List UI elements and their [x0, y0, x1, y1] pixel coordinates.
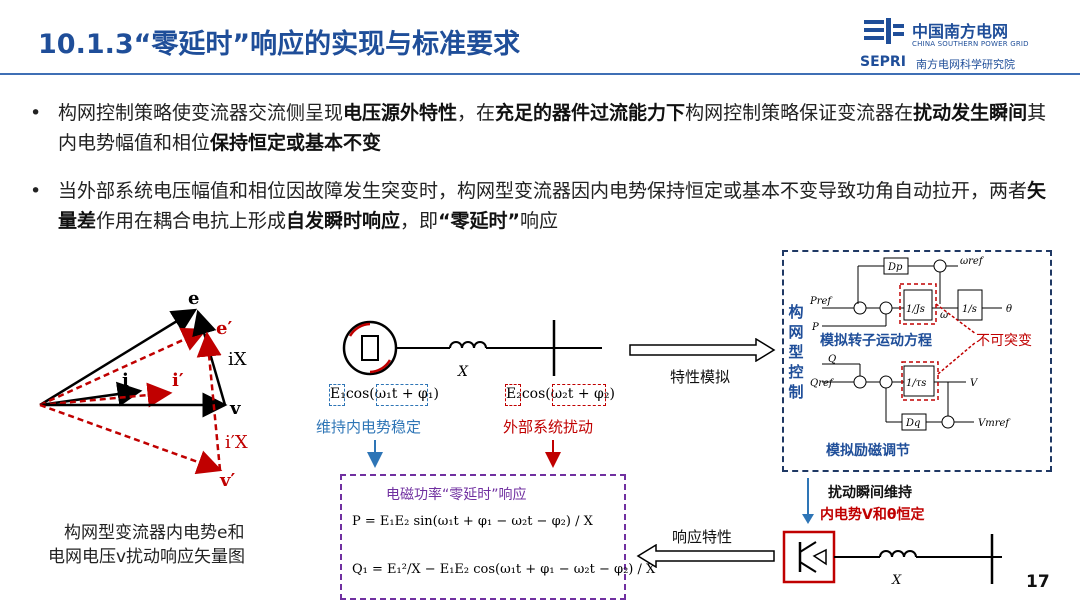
- vector-iX: [192, 309, 227, 406]
- v-out-label: V: [970, 378, 979, 389]
- bullet-1-segment: 扰动发生瞬间: [913, 102, 1028, 124]
- label-e-prime: e′: [216, 318, 232, 339]
- circuit-diagram: X: [342, 320, 602, 380]
- bullet-2-segment: 矢量差: [58, 180, 1047, 232]
- p-equation: P = E₁E₂ sin(ω₁t + φ₁ − ω₂t − φ₂) / X: [352, 514, 593, 529]
- e1-expression: E₁cos(ω₁t + φ₁): [330, 386, 439, 402]
- converter-reactance-label: X: [891, 573, 902, 588]
- pref-label: Pref: [809, 296, 833, 307]
- excite-label: 模拟励磁调节: [826, 443, 910, 459]
- circuit-reactance-label: X: [457, 364, 469, 380]
- p-label: P: [811, 322, 819, 333]
- bullet-2-segment: ，即: [400, 210, 439, 232]
- characteristic-arrow-icon: [629, 338, 776, 362]
- unchangeable-label: 不可突变: [976, 333, 1032, 349]
- vector-i: [39, 381, 143, 407]
- logo-cn-text: 中国南方电网: [912, 22, 1009, 41]
- label-i-prime-X: i′X: [225, 432, 248, 453]
- disturb-line2: 内电势V和θ恒定: [820, 507, 925, 523]
- s-label: 1/s: [962, 304, 977, 315]
- tau-block: [903, 365, 935, 397]
- bullet-1-segment: ，在: [457, 102, 496, 124]
- vector-e: [39, 308, 198, 407]
- js-label: 1/Js: [906, 304, 925, 315]
- bullet-2: • 当外部系统电压幅值和相位因故障发生突变时，构网型变流器因内电势保持恒定或基本…: [30, 176, 1060, 236]
- formula-box: [340, 474, 626, 600]
- bullet-dot: •: [30, 180, 42, 202]
- q-label: Q: [828, 354, 836, 365]
- characteristic-label: 特性模拟: [670, 368, 731, 386]
- phasor-caption-line2: 电网电压v扰动响应矢量图: [48, 547, 246, 567]
- label-v-prime: v′: [219, 470, 235, 491]
- bullet-dot: •: [30, 102, 42, 124]
- s-block: [957, 289, 983, 321]
- down-arrow-icon: [802, 478, 814, 524]
- e2-amplitude-box: [505, 384, 521, 406]
- bullet-2-text: 当外部系统电压幅值和相位因故障发生突变时，构网型变流器因内电势保持恒定或基本不变…: [58, 176, 1060, 236]
- dp-label: Dp: [887, 262, 903, 273]
- inductor-icon: [449, 341, 487, 349]
- bullet-1: • 构网控制策略使变流器交流侧呈现电压源外特性，在充足的器件过流能力下构网控制策…: [30, 98, 1060, 158]
- bullet-2-segment: 自发瞬时响应: [286, 210, 401, 232]
- down-arrows: [367, 440, 561, 468]
- label-v: v: [229, 398, 241, 419]
- bullet-2-segment: 作用在耦合电抗上形成: [96, 210, 287, 232]
- bullet-1-segment: 其内电势幅值和相位: [58, 102, 1047, 154]
- page-title: 10.1.3“零延时”响应的实现与标准要求: [38, 29, 521, 60]
- control-side-label: 构网型控制: [788, 303, 804, 401]
- bullet-2-segment: “零延时”: [438, 210, 521, 232]
- bullet-2-segment: 响应: [520, 210, 559, 232]
- bullet-2-segment: 当外部系统电压幅值和相位因故障发生突变时，构网型变流器因内电势保持恒定或基本不变…: [58, 180, 1028, 202]
- vector-v-prime: [39, 403, 223, 475]
- control-block-diagram: Dp ωref Pref P 1/Js 1/s ω θ Q Qref 1/τs …: [809, 256, 1012, 431]
- omega-label: ω: [940, 310, 948, 321]
- label-i: i: [122, 370, 129, 391]
- bullet-1-text: 构网控制策略使变流器交流侧呈现电压源外特性，在充足的器件过流能力下构网控制策略保…: [58, 98, 1060, 158]
- csg-logo-icon: [864, 18, 904, 44]
- header-divider: [0, 73, 1080, 75]
- response-arrow-icon: [636, 544, 775, 568]
- e1-phase-box: [376, 384, 428, 406]
- rotor-label: 模拟转子运动方程: [820, 333, 932, 349]
- tau-label: 1/τs: [906, 378, 926, 389]
- label-iX: iX: [228, 349, 247, 370]
- bullet-1-segment: 充足的器件过流能力下: [495, 102, 686, 124]
- e2-phase-box: [552, 384, 606, 406]
- e1-amplitude-box: [329, 384, 345, 406]
- label-e: e: [188, 290, 199, 309]
- theta-label: θ: [1006, 304, 1012, 315]
- omega-ref-label: ωref: [960, 256, 985, 267]
- bullet-1-segment: 保持恒定或基本不变: [210, 132, 382, 154]
- page-number: 17: [1026, 572, 1050, 592]
- formula-title: 电磁功率“零延时”响应: [386, 487, 527, 503]
- logo-sepri-text: SEPRI: [860, 54, 906, 70]
- vector-i-prime-X: [196, 331, 222, 471]
- bullet-1-segment: 构网控制策略使变流器交流侧呈现: [58, 102, 344, 124]
- vmref-label: Vmref: [978, 418, 1011, 429]
- bullet-1-segment: 电压源外特性: [343, 102, 458, 124]
- logo-institute-text: 南方电网科学研究院: [916, 58, 1015, 71]
- vector-e-prime: [39, 327, 208, 407]
- vector-i-prime: [39, 382, 173, 408]
- converter-circuit: X: [782, 530, 1002, 588]
- converter-inductor-icon: [879, 550, 917, 558]
- e2-expression: E₂cos(ω₂t + φ₂): [506, 386, 615, 402]
- dq-label: Dq: [905, 418, 920, 429]
- left-caption: 维持内电势稳定: [316, 418, 422, 436]
- disturb-line1: 扰动瞬间维持: [828, 485, 912, 501]
- response-label: 响应特性: [672, 528, 733, 546]
- generator-icon: [342, 320, 398, 376]
- logo-en-text: CHINA SOUTHERN POWER GRID: [912, 40, 1029, 48]
- bullet-1-segment: 构网控制策略保证变流器在: [685, 102, 914, 124]
- phasor-diagram: e e′ iX i i′ v i′X v′: [39, 290, 248, 491]
- q-equation: Q₁ = E₁²/X − E₁E₂ cos(ω₁t + φ₁ − ω₂t − φ…: [352, 562, 656, 577]
- phasor-caption-line1: 构网型变流器内电势e和: [64, 523, 245, 543]
- right-caption: 外部系统扰动: [503, 418, 594, 436]
- label-i-prime: i′: [172, 370, 184, 391]
- control-box: [782, 250, 1052, 472]
- qref-label: Qref: [810, 378, 835, 389]
- js-block: [903, 289, 933, 321]
- company-logo: 中国南方电网 CHINA SOUTHERN POWER GRID SEPRI 南…: [860, 16, 1060, 72]
